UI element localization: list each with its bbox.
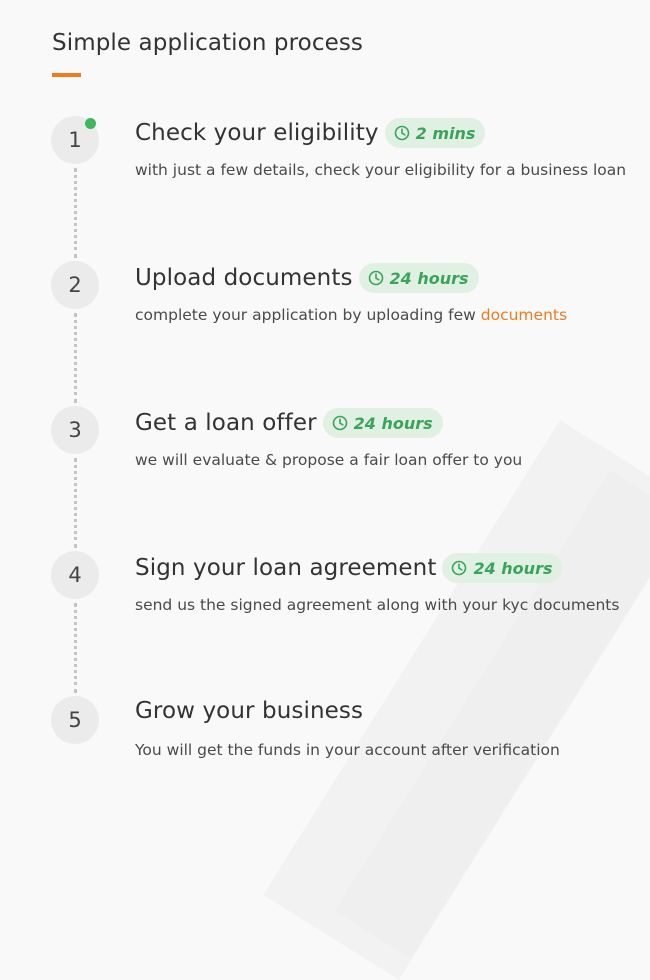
step-header: Grow your business [135, 698, 363, 724]
step-number-circle: 2 [51, 261, 99, 309]
step-title: Sign your loan agreement [135, 555, 437, 581]
title-underline [52, 73, 81, 77]
step-title: Check your eligibility [135, 120, 379, 146]
step-connector [74, 168, 77, 258]
clock-icon [332, 415, 347, 431]
step-number-circle: 3 [51, 406, 99, 454]
time-estimate: 2 mins [415, 123, 476, 143]
clock-icon [368, 270, 383, 286]
time-estimate: 24 hours [473, 558, 553, 578]
step-description: with just a few details, check your elig… [135, 161, 627, 179]
step-header: Upload documents 24 hours [135, 263, 479, 293]
step-header: Check your eligibility 2 mins [135, 118, 486, 148]
time-estimate: 24 hours [353, 413, 433, 433]
clock-icon [452, 560, 467, 576]
time-badge: 24 hours [358, 263, 479, 293]
time-badge: 2 mins [384, 118, 486, 148]
step-number-circle: 5 [51, 696, 99, 744]
step-header: Sign your loan agreement 24 hours [135, 553, 563, 583]
step-connector [74, 603, 77, 693]
documents-link[interactable]: documents [480, 306, 568, 324]
step-header: Get a loan offer 24 hours [135, 408, 443, 438]
step-title: Grow your business [135, 698, 364, 724]
time-estimate: 24 hours [389, 268, 469, 288]
step-description: we will evaluate & propose a fair loan o… [135, 451, 523, 469]
step-description-text: complete your application by uploading f… [135, 306, 481, 324]
time-badge: 24 hours [442, 553, 563, 583]
step-connector [74, 458, 77, 548]
page-title: Simple application process [52, 30, 364, 56]
step-number-circle: 4 [51, 551, 99, 599]
step-connector [74, 313, 77, 403]
step-title: Get a loan offer [135, 410, 317, 436]
time-badge: 24 hours [322, 408, 443, 438]
step-description: complete your application by uploading f… [135, 306, 567, 324]
step-title: Upload documents [135, 265, 353, 291]
clock-icon [394, 125, 409, 141]
active-step-indicator [85, 118, 96, 129]
step-description: You will get the funds in your account a… [135, 741, 560, 759]
step-description: send us the signed agreement along with … [135, 596, 620, 614]
